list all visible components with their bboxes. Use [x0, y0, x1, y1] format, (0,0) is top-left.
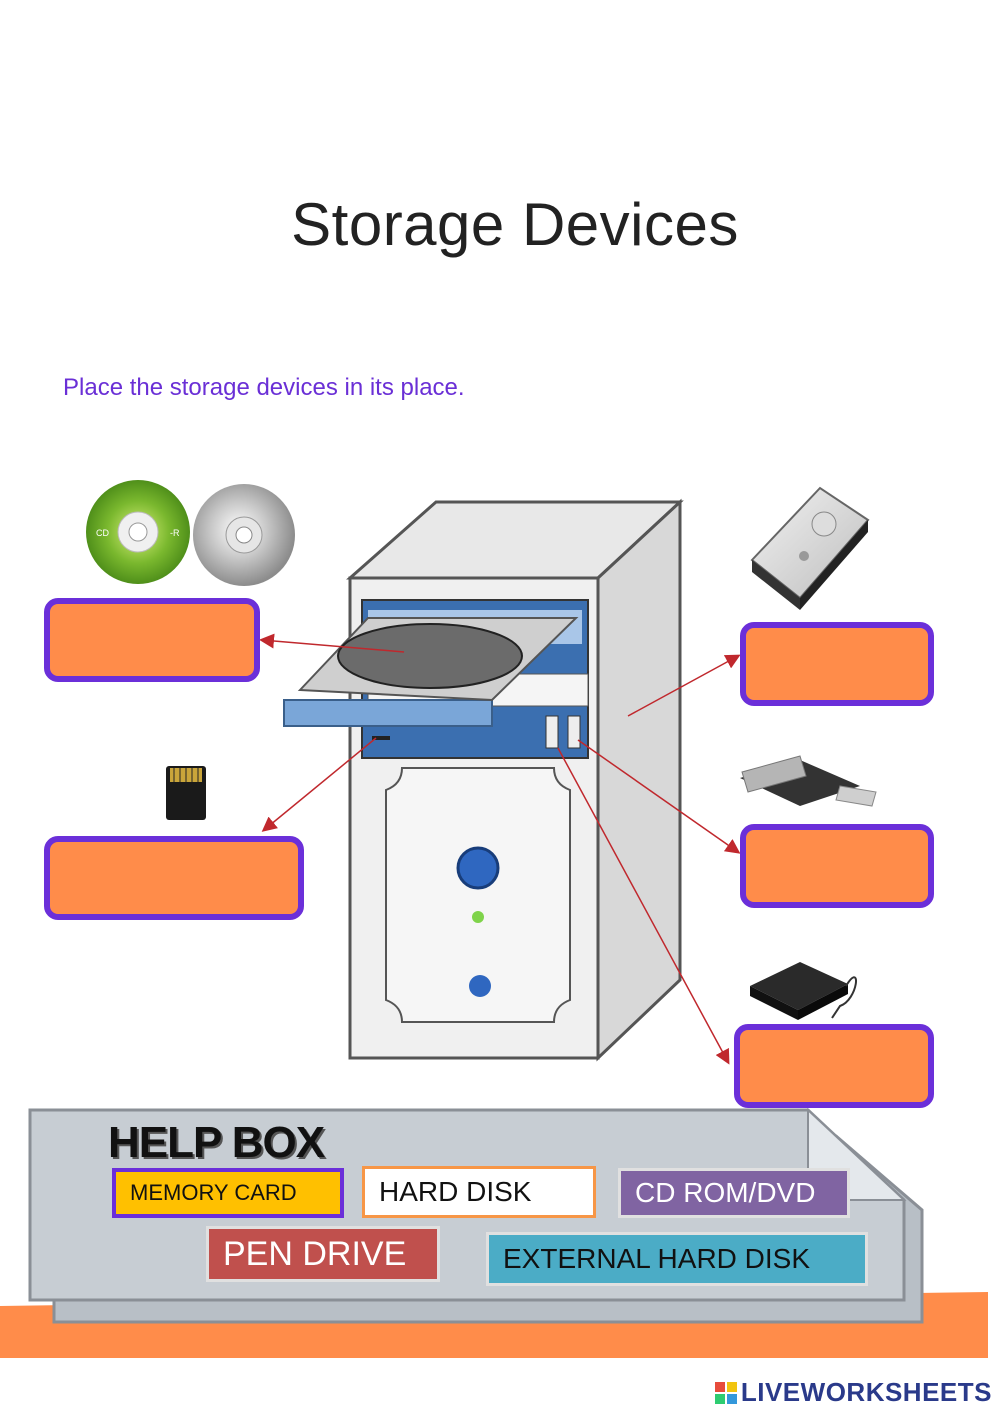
drop-zone-hard-disk[interactable] — [740, 622, 934, 706]
svg-text:-R: -R — [170, 528, 180, 538]
memory-card-icon — [166, 766, 206, 820]
brand-mark-icon — [714, 1381, 737, 1404]
instruction-text: Place the storage devices in its place. — [63, 374, 465, 401]
pen-drive-icon — [740, 755, 877, 807]
page-title: Storage Devices — [291, 191, 739, 258]
label-hard-disk[interactable]: HARD DISK — [362, 1166, 596, 1218]
hard-disk-icon — [750, 486, 870, 610]
drop-zone-external-hard-disk[interactable] — [734, 1024, 934, 1108]
label-cd-rom-dvd[interactable]: CD ROM/DVD — [618, 1168, 850, 1218]
drop-zone-memory-card[interactable] — [44, 836, 304, 920]
drop-zone-pen-drive[interactable] — [740, 824, 934, 908]
cd-disc-icon: CD -R — [86, 480, 190, 584]
label-external-hard-disk[interactable]: EXTERNAL HARD DISK — [486, 1232, 868, 1286]
dvd-disc-icon — [193, 484, 295, 586]
arrow-lines — [259, 633, 741, 1065]
brand-logo: LIVEWORKSHEETS — [714, 1377, 992, 1408]
label-pen-drive[interactable]: PEN DRIVE — [206, 1226, 440, 1282]
external-hard-disk-icon — [750, 962, 857, 1020]
brand-text: LIVEWORKSHEETS — [740, 1377, 992, 1407]
label-memory-card[interactable]: MEMORY CARD — [112, 1168, 344, 1218]
help-box-title: HELP BOX — [108, 1118, 325, 1167]
computer-tower-illustration — [283, 498, 684, 1062]
svg-text:CD: CD — [96, 528, 109, 538]
drop-zone-cd-rom[interactable] — [44, 598, 260, 682]
